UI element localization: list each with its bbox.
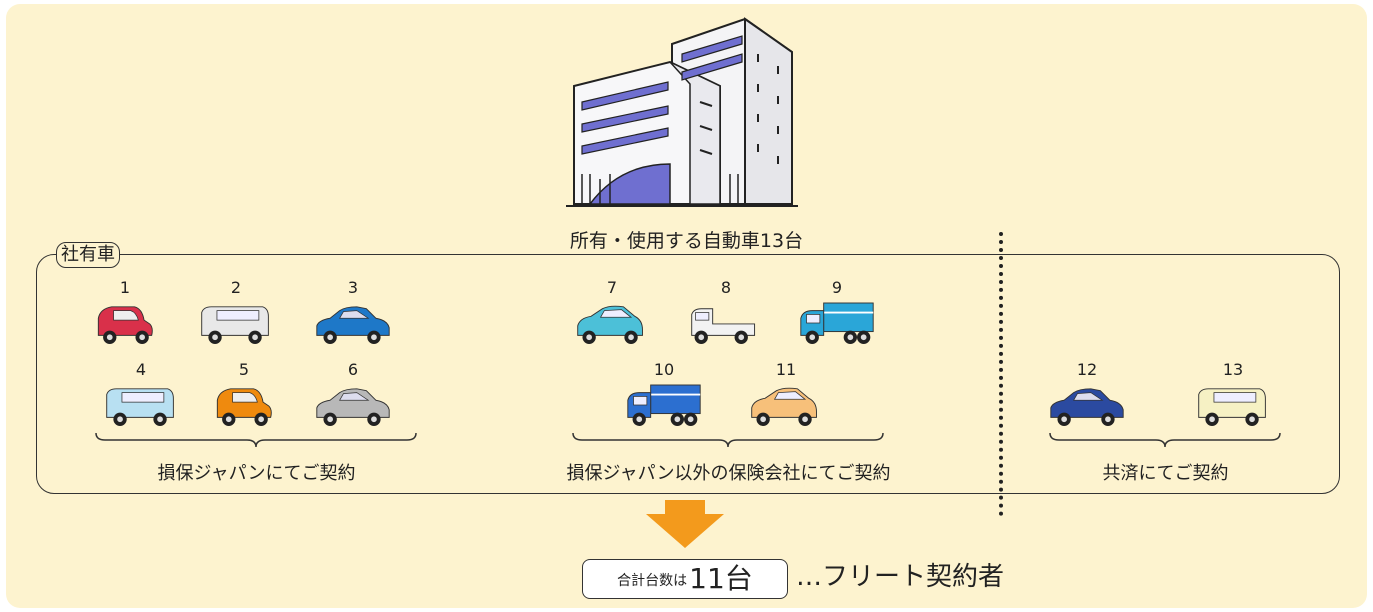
vehicle-hatch-icon	[746, 382, 826, 428]
vehicle-number: 11	[775, 360, 797, 379]
vehicle-sedan-icon	[313, 382, 393, 428]
vehicle-number: 10	[653, 360, 675, 379]
company-vehicles-tag: 社有車	[56, 242, 120, 268]
vehicle-number: 1	[119, 278, 131, 297]
vehicle-pickup-icon	[686, 300, 766, 346]
group-brace	[95, 432, 417, 448]
group-label-other-insurers: 損保ジャパン以外の保険会社にてご契約	[566, 463, 891, 484]
vehicle-van-icon	[196, 300, 276, 346]
dotted-divider	[999, 232, 1003, 516]
vehicle-truck-icon	[797, 300, 877, 346]
fleet-contractor-label: …フリート契約者	[796, 562, 1005, 592]
total-value: 11台	[689, 562, 753, 595]
vehicle-number: 12	[1076, 360, 1098, 379]
company-vehicles-frame	[36, 254, 1340, 494]
building-caption: 所有・使用する自動車13台	[569, 230, 804, 252]
vehicle-kei-icon	[204, 382, 284, 428]
vehicle-number: 5	[238, 360, 250, 379]
vehicle-number: 6	[347, 360, 359, 379]
total-prefix: 合計台数は	[617, 573, 688, 589]
vehicle-number: 13	[1222, 360, 1244, 379]
vehicle-number: 7	[606, 278, 618, 297]
vehicle-truck-icon	[624, 382, 704, 428]
group-label-kyosai: 共済にてご契約	[1102, 463, 1229, 484]
vehicle-kei-icon	[85, 300, 165, 346]
vehicle-number: 8	[720, 278, 732, 297]
group-brace	[572, 432, 884, 448]
vehicle-number: 2	[230, 278, 242, 297]
group-label-sompo: 損保ジャパンにてご契約	[157, 463, 356, 484]
vehicle-number: 4	[135, 360, 147, 379]
down-arrow-icon	[646, 500, 724, 548]
vehicle-sedan-icon	[313, 300, 393, 346]
group-brace	[1049, 432, 1281, 448]
vehicle-van-icon	[101, 382, 181, 428]
vehicle-hatch-icon	[572, 300, 652, 346]
total-count-box: 合計台数は 11台	[582, 559, 788, 599]
vehicle-number: 3	[347, 278, 359, 297]
vehicle-sedan-icon	[1047, 382, 1127, 428]
vehicle-number: 9	[831, 278, 843, 297]
office-building-icon	[566, 17, 798, 207]
vehicle-van-icon	[1193, 382, 1273, 428]
